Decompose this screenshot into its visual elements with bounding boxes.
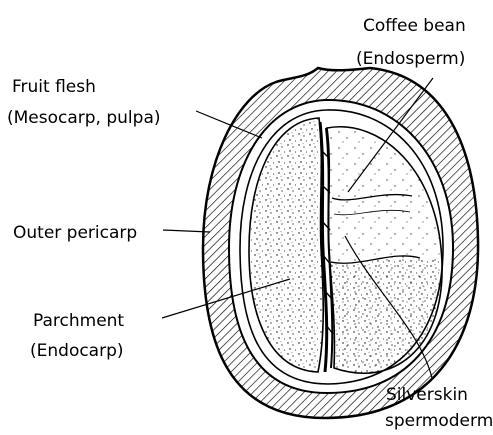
label-silverskin: Silverskin bbox=[386, 385, 468, 405]
label-endocarp: (Endocarp) bbox=[30, 341, 124, 361]
label-parchment: Parchment bbox=[33, 311, 124, 331]
label-coffee-bean: Coffee bean bbox=[363, 16, 466, 36]
label-mesocarp: (Mesocarp, pulpa) bbox=[7, 108, 161, 128]
label-spermoderm: spermoderm bbox=[385, 411, 493, 431]
label-outer-pericarp: Outer pericarp bbox=[13, 223, 137, 243]
label-endosperm: (Endosperm) bbox=[356, 49, 465, 69]
label-fruit-flesh: Fruit flesh bbox=[12, 77, 96, 97]
